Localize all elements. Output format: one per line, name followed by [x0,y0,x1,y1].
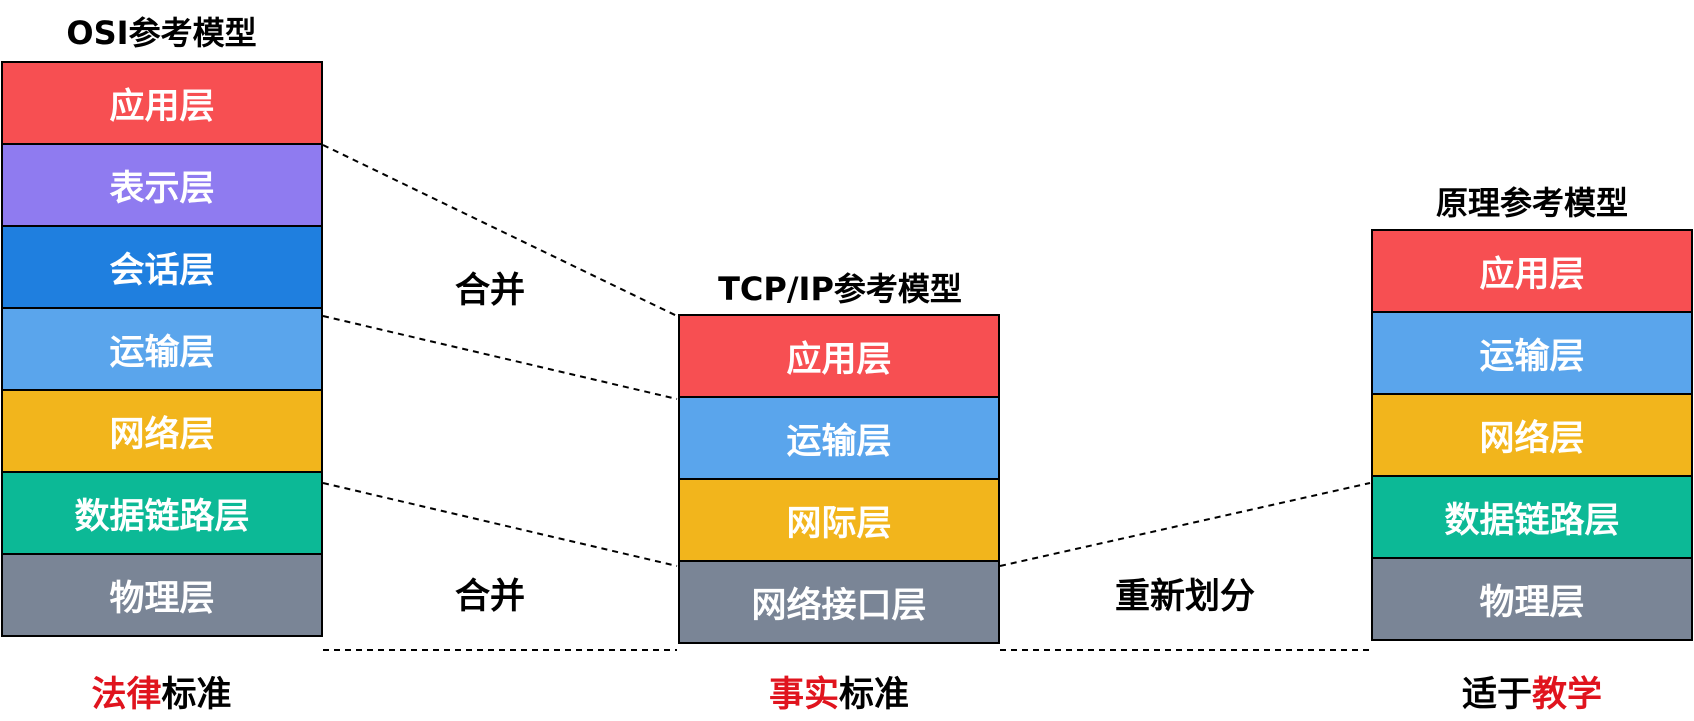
map-line-tcp-interface-top [999,482,1371,567]
tcpip-caption-highlight: 事实 [768,675,839,715]
tcpip-caption-text: 标准 [839,675,910,715]
osi-caption: 法律标准 [0,666,323,717]
osi-layer-datalink: 数据链路层 [1,471,323,555]
osi-layer-session: 会话层 [1,225,323,309]
principle-caption-highlight: 教学 [1532,675,1603,715]
principle-layer-application: 应用层 [1371,229,1693,313]
principle-layer-physical: 物理层 [1371,557,1693,641]
tcpip-layer-transport: 运输层 [678,396,1000,480]
principle-layer-network: 网络层 [1371,393,1693,477]
tcpip-layer-network-interface: 网络接口层 [678,560,1000,644]
map-line-osi-datalink-top [322,482,678,567]
redivide-label: 重新划分 [1114,577,1255,617]
merge-label-bottom: 合并 [454,577,525,617]
tcpip-stack: 应用层 运输层 网际层 网络接口层 [678,314,1000,644]
merge-label-top: 合并 [454,271,525,311]
tcpip-title: TCP/IP参考模型 [718,270,962,308]
osi-caption-text: 标准 [161,675,232,715]
principle-layer-datalink: 数据链路层 [1371,475,1693,559]
principle-title: 原理参考模型 [1435,184,1628,222]
osi-caption-highlight: 法律 [91,675,162,715]
osi-layer-physical: 物理层 [1,553,323,637]
tcpip-layer-application: 应用层 [678,314,1000,398]
principle-stack: 应用层 运输层 网络层 数据链路层 物理层 [1371,229,1693,641]
osi-layer-network: 网络层 [1,389,323,473]
principle-caption-text: 适于 [1461,675,1532,715]
osi-title: OSI参考模型 [66,14,257,52]
osi-layer-transport: 运输层 [1,307,323,391]
osi-layer-presentation: 表示层 [1,143,323,227]
osi-stack: 应用层 表示层 会话层 运输层 网络层 数据链路层 物理层 [1,61,323,637]
principle-layer-transport: 运输层 [1371,311,1693,395]
osi-layer-application: 应用层 [1,61,323,145]
principle-caption: 适于教学 [1371,666,1693,717]
map-line-osi-transport-top [322,315,678,400]
tcpip-layer-internet: 网际层 [678,478,1000,562]
tcpip-caption: 事实标准 [678,666,1000,717]
